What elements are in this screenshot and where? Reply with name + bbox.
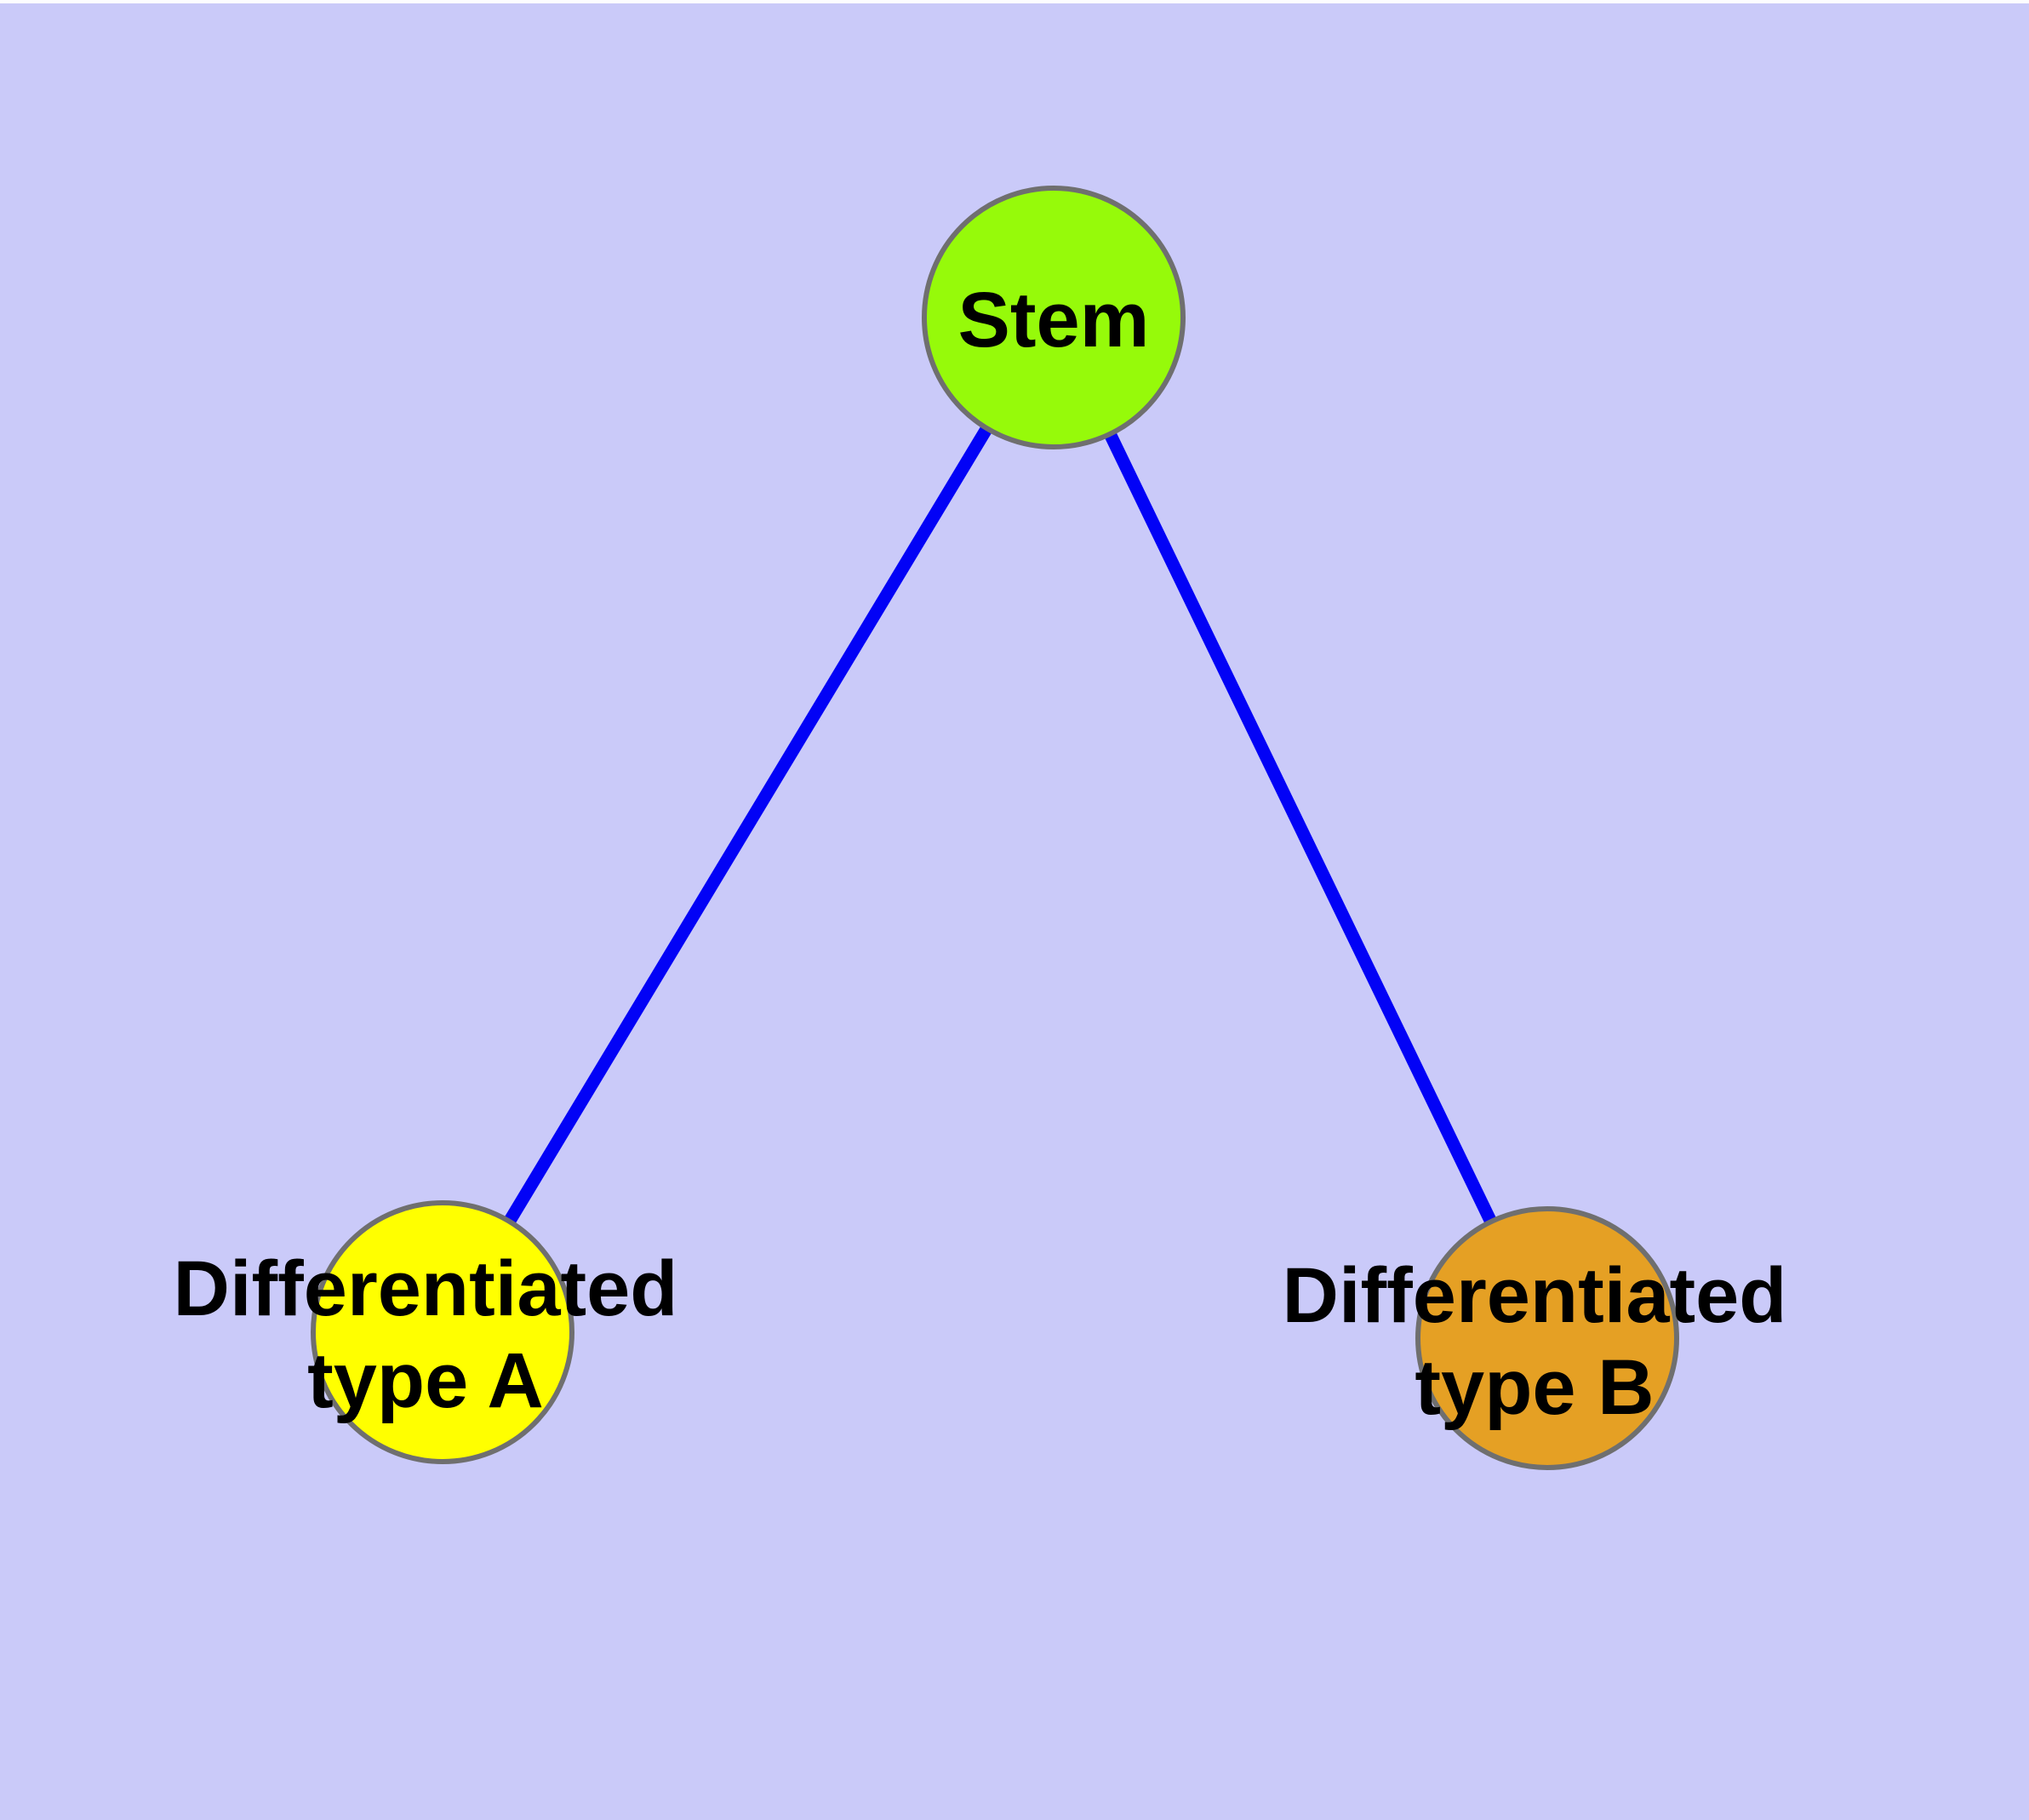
node-type-b-label-line1: Differentiated (1282, 1252, 1787, 1339)
node-stem-label: Stem (957, 277, 1150, 363)
node-type-a-label-line1: Differentiated (173, 1245, 678, 1332)
edge-stem-to-type-b (1048, 314, 1553, 1342)
node-type-b-label: Differentiated type B (1283, 1250, 1787, 1434)
node-type-a-circle (311, 1200, 574, 1464)
node-type-b-circle (1415, 1206, 1679, 1470)
top-edge-strip (0, 0, 2029, 3)
node-type-b-label-line2: type B (1415, 1344, 1655, 1431)
node-stem-circle (922, 186, 1186, 449)
node-type-a-label-line2: type A (307, 1337, 544, 1424)
edge-stem-to-type-a (437, 314, 1060, 1336)
node-type-a-label: Differentiated type A (174, 1243, 678, 1427)
